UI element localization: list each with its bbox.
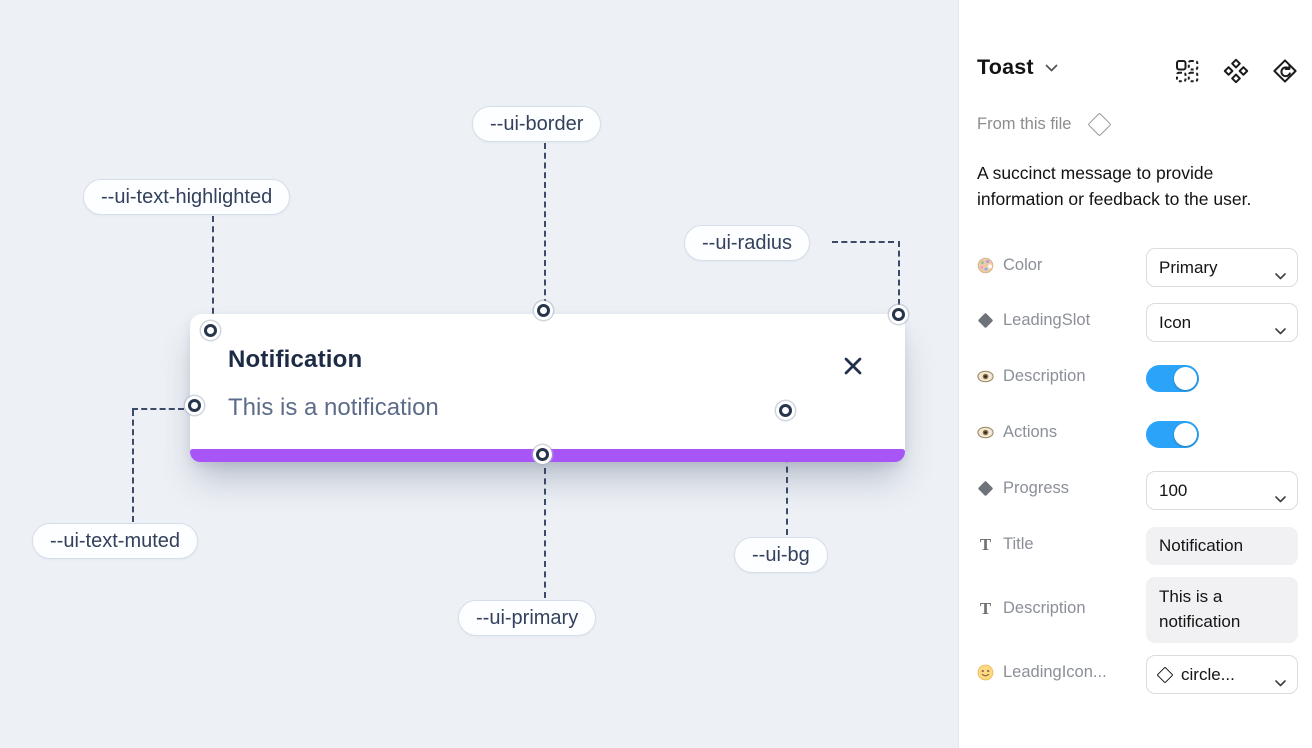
prop-label-leadingslot: LeadingSlot [977,311,1090,330]
dropdown-value: circle... [1181,664,1235,684]
component-icon[interactable] [1223,58,1249,84]
chevron-down-icon [1275,320,1286,340]
leadingslot-dropdown[interactable]: Icon [1146,303,1298,342]
toggle-knob [1174,367,1197,390]
connector-dot-ui-text-muted [188,399,201,412]
prop-label-description: Description [977,367,1086,386]
eye-icon [977,424,994,441]
callout-ui-bg: --ui-bg [734,537,828,573]
actions-toggle[interactable] [1146,421,1199,448]
palette-icon [977,257,994,274]
description-toggle[interactable] [1146,365,1199,392]
callout-ui-border: --ui-border [472,106,602,142]
properties-panel: Toast [958,0,1312,748]
connector-line-ui-text-muted [132,410,134,522]
connector-line-ui-primary [544,468,546,598]
prop-label-text: Progress [1003,479,1070,497]
title-text-field[interactable]: Notification [1146,527,1298,565]
connector-line-ui-radius [832,241,894,243]
diamond-icon [977,312,994,329]
progress-dropdown[interactable]: 100 [1146,471,1298,510]
callout-ui-text-muted: --ui-text-muted [32,523,199,559]
close-icon[interactable] [842,355,864,377]
prop-label-description-text: T Description [977,599,1086,618]
connector-dot-ui-bg [779,404,792,417]
connector-line-ui-text-muted [132,408,184,410]
chevron-down-icon [1275,672,1286,692]
diamond-icon [977,480,994,497]
leadingicon-dropdown[interactable]: circle... [1146,655,1298,694]
source-row: From this file [977,112,1112,137]
dropdown-value: 100 [1159,480,1188,500]
component-description: A succinct message to provide informatio… [977,163,1252,210]
connector-line-ui-text-highlighted [212,216,214,324]
chevron-down-icon[interactable] [1045,64,1058,72]
diamond-icon [1156,666,1174,683]
prop-label-text: Description [1003,599,1086,617]
callout-ui-text-highlighted: --ui-text-highlighted [83,179,291,215]
prop-label-leadingicon: LeadingIcon... [977,663,1107,682]
connector-line-ui-radius [898,241,900,305]
component-props-icon[interactable] [1174,58,1200,84]
component-header[interactable]: Toast [977,55,1058,80]
prop-label-text: Description [1003,367,1086,385]
prop-label-text: Actions [1003,423,1058,441]
connector-dot-ui-text-highlighted [204,324,217,337]
toast-component-preview[interactable]: Notification This is a notification [190,314,905,462]
toast-title: Notification [228,346,363,373]
source-label: From this file [977,115,1072,133]
prop-label-text: LeadingSlot [1003,311,1091,329]
smiley-icon [977,664,994,681]
prop-label-progress: Progress [977,479,1069,498]
toast-description: This is a notification [228,394,439,421]
canvas[interactable]: Notification This is a notification --ui… [0,0,958,748]
description-text-field[interactable]: This is a notification [1146,577,1298,643]
prop-label-color: Color [977,256,1042,275]
prop-label-actions: Actions [977,423,1057,442]
component-title: Toast [977,55,1034,79]
eye-icon [977,368,994,385]
connector-line-ui-border [544,143,546,305]
connector-dot-ui-radius [892,308,905,321]
connector-dot-ui-primary [536,448,549,461]
connector-dot-ui-border [537,304,550,317]
color-dropdown[interactable]: Primary [1146,248,1298,287]
prop-label-text: Title [1003,535,1034,553]
text-icon: T [979,534,992,554]
callout-ui-primary: --ui-primary [458,600,597,636]
toggle-knob [1174,423,1197,446]
prop-label-text: LeadingIcon... [1003,663,1107,681]
dropdown-value: Primary [1159,257,1218,277]
prop-label-title: T Title [977,535,1034,554]
dropdown-value: Icon [1159,312,1192,332]
connector-line-ui-bg [786,425,788,535]
chevron-down-icon [1275,488,1286,508]
chevron-down-icon [1275,265,1286,285]
prop-label-text: Color [1003,256,1043,274]
text-icon: T [979,598,992,618]
diamond-icon[interactable] [1087,112,1112,137]
callout-ui-radius: --ui-radius [684,225,811,261]
go-to-main-component-icon[interactable] [1272,58,1298,84]
header-icon-group [1174,58,1298,84]
